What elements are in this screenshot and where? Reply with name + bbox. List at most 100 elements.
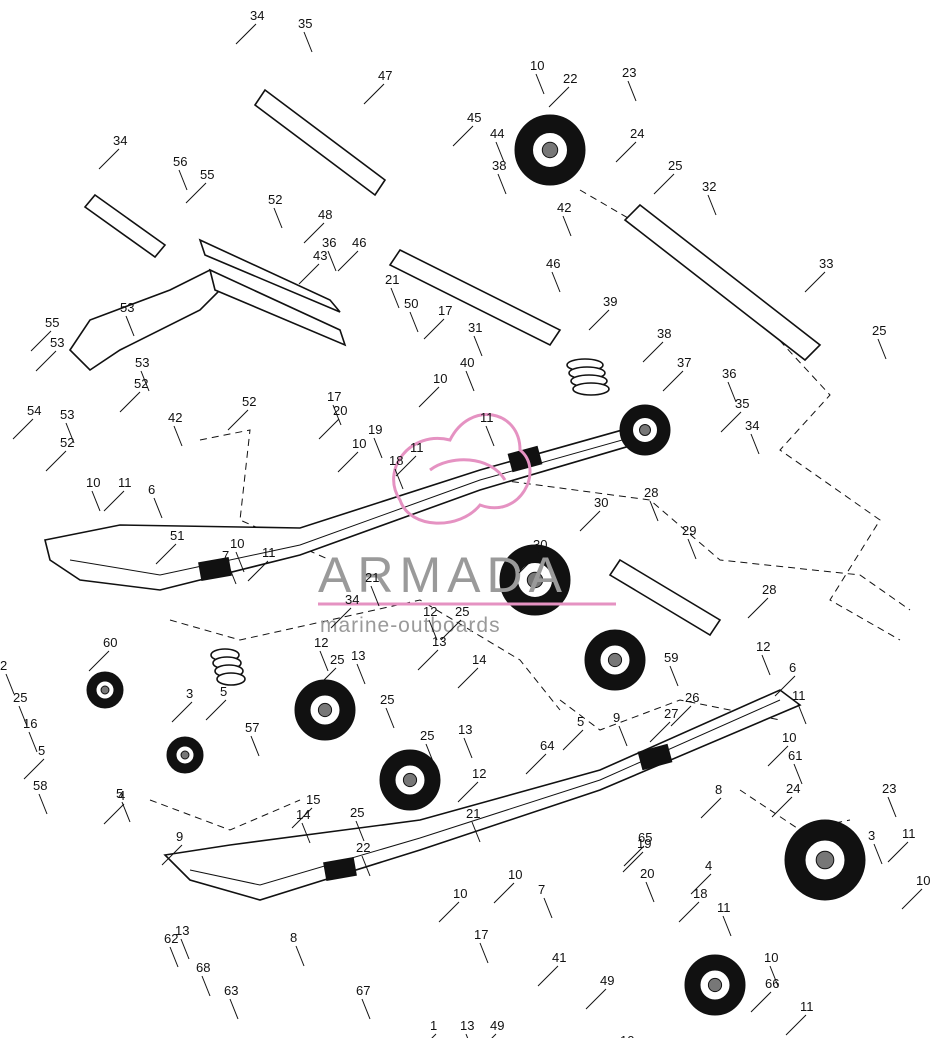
callout-label: 10 <box>86 475 100 490</box>
callout-label: 3 <box>868 828 875 843</box>
callout-label: 42 <box>557 200 571 215</box>
callout-label: 52 <box>268 192 282 207</box>
callout-label: 25 <box>330 652 344 667</box>
watermark-brand: ARMADA <box>318 547 568 603</box>
callout-label: 39 <box>603 294 617 309</box>
watermark-tagline: marine-outboards <box>320 614 501 637</box>
callout-label: 34 <box>250 8 264 23</box>
leader-line <box>479 942 489 964</box>
leader-line <box>103 803 125 825</box>
callout-label: 27 <box>664 706 678 721</box>
leader-line <box>431 1033 437 1038</box>
leader-line <box>690 873 712 895</box>
leader-line <box>678 901 700 923</box>
idler-wheels <box>86 114 866 1016</box>
leader-line <box>125 315 135 337</box>
callout-label: 18 <box>693 886 707 901</box>
callout-label: 18 <box>389 453 403 468</box>
leader-line <box>28 731 38 753</box>
leader-line <box>332 404 342 426</box>
leader-line <box>337 451 359 473</box>
leader-line <box>180 938 190 960</box>
callout-label: 11 <box>902 826 916 841</box>
leader-line <box>537 965 559 987</box>
lower-slide-rail <box>163 689 802 901</box>
callout-label: 35 <box>735 396 749 411</box>
callout-label: 29 <box>682 523 696 538</box>
wheel <box>784 819 866 901</box>
leader-line <box>161 844 183 866</box>
leader-lines <box>5 23 923 1038</box>
callout-label: 20 <box>640 866 654 881</box>
callout-label: 11 <box>262 545 276 560</box>
callout-label: 55 <box>200 167 214 182</box>
leader-line <box>390 287 400 309</box>
wheel <box>86 671 124 709</box>
leader-line <box>793 763 803 785</box>
leader-line <box>185 182 207 204</box>
leader-line <box>465 1033 469 1038</box>
leader-line <box>774 675 796 697</box>
callout-label: 20 <box>333 403 347 418</box>
callout-label: 11 <box>480 410 494 425</box>
callout-label: 6 <box>789 660 796 675</box>
leader-line <box>373 437 383 459</box>
callout-label: 8 <box>290 930 297 945</box>
leader-line <box>785 1014 807 1036</box>
callout-label: 23 <box>882 781 896 796</box>
callout-label: 53 <box>135 355 149 370</box>
callout-label: 13 <box>458 722 472 737</box>
leader-line <box>418 386 440 408</box>
leader-line <box>707 194 717 216</box>
callout-label: 10 <box>352 436 366 451</box>
leader-line <box>103 490 125 512</box>
leader-line <box>497 173 507 195</box>
leader-line <box>767 745 789 767</box>
leader-line <box>627 80 637 102</box>
callout-label: 24 <box>630 126 644 141</box>
leader-line <box>38 793 48 815</box>
callout-label: 11 <box>118 475 132 490</box>
leader-line <box>797 703 807 725</box>
callout-label: 37 <box>677 355 691 370</box>
callout-label: 63 <box>224 983 238 998</box>
callout-label: 10 <box>230 536 244 551</box>
wheel <box>499 544 571 616</box>
leader-line <box>355 820 365 842</box>
callout-label: 17 <box>438 303 452 318</box>
callout-label: 54 <box>27 403 41 418</box>
leader-line <box>452 125 474 147</box>
leader-line <box>727 381 737 403</box>
leader-line <box>227 563 237 585</box>
leader-line <box>229 998 239 1020</box>
leader-line <box>330 607 352 629</box>
callout-label: 48 <box>318 207 332 222</box>
wheel <box>619 404 671 456</box>
callout-label: 36 <box>722 366 736 381</box>
callout-label: 30 <box>533 537 547 552</box>
leader-line <box>394 468 404 490</box>
leader-line <box>91 490 101 512</box>
callout-label: 25 <box>872 323 886 338</box>
leader-line <box>722 915 732 937</box>
callout-label: 8 <box>715 782 722 797</box>
callout-label: 12 <box>314 635 328 650</box>
shafts <box>83 88 822 637</box>
leader-line <box>485 425 495 447</box>
callout-label: 61 <box>788 748 802 763</box>
callout-label: 24 <box>786 781 800 796</box>
callout-label: 38 <box>492 158 506 173</box>
leader-line <box>548 86 570 108</box>
leader-line <box>645 881 655 903</box>
leader-line <box>121 801 131 823</box>
callout-label: 21 <box>466 806 480 821</box>
leader-line <box>761 654 771 676</box>
leader-line <box>23 758 45 780</box>
leader-line <box>440 619 462 641</box>
leader-line <box>12 418 34 440</box>
callout-label: 46 <box>352 235 366 250</box>
callout-label: 25 <box>455 604 469 619</box>
wheel <box>379 749 441 811</box>
callout-label: 22 <box>563 71 577 86</box>
